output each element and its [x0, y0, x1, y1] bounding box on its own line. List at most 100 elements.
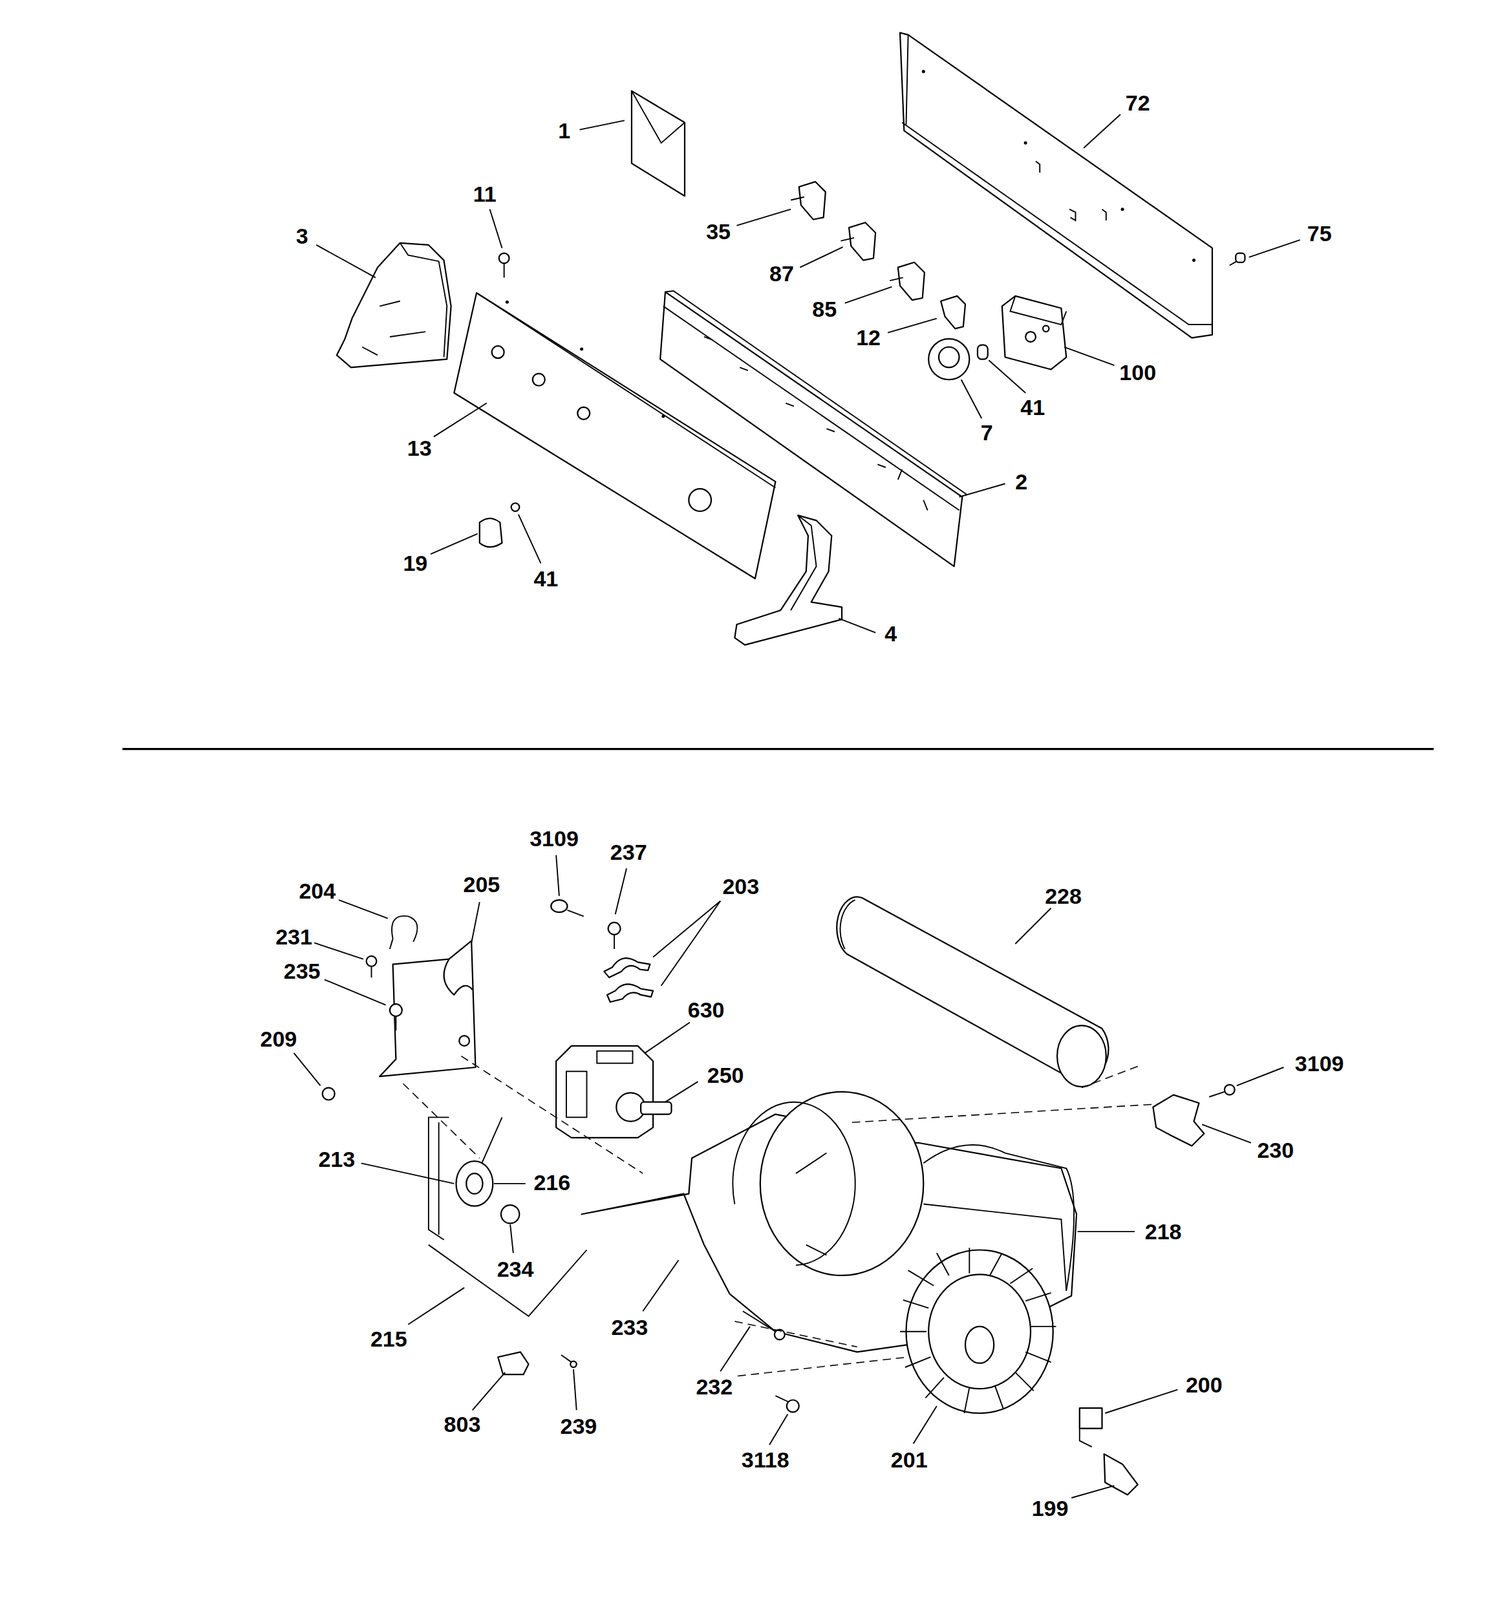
leader-line [294, 1053, 321, 1087]
callout-number: 630 [685, 998, 727, 1022]
leveling-leg [1079, 1428, 1093, 1447]
knob [977, 345, 988, 360]
blower-wheel [965, 1326, 994, 1364]
motor [556, 1046, 654, 1138]
leader-line [1083, 114, 1121, 149]
envelope [631, 91, 685, 197]
callout-number: 230 [1254, 1138, 1296, 1162]
lamp [613, 934, 615, 950]
control-panel [505, 300, 509, 304]
callout-number: 218 [1143, 1220, 1184, 1244]
screw [371, 966, 373, 978]
callout-number: 4 [882, 621, 899, 646]
leader-line [556, 855, 560, 897]
switch [790, 197, 805, 201]
thermostat [1224, 1084, 1235, 1096]
idler-assembly [438, 1122, 440, 1235]
callout-number: 12 [854, 325, 883, 350]
blower-housing [732, 1102, 855, 1266]
leader-line [988, 360, 1026, 394]
leader-line [472, 1372, 506, 1411]
knob [511, 503, 520, 512]
callout-number: 215 [368, 1327, 410, 1351]
leader-line [913, 1406, 937, 1444]
leader-line [1071, 1485, 1115, 1499]
switch [840, 237, 855, 242]
leader-line [887, 318, 937, 333]
rear-panel [1035, 161, 1107, 222]
thermostat [1152, 1084, 1235, 1147]
control-panel [492, 345, 505, 359]
leader-line [665, 1081, 699, 1103]
end-cap-right [790, 515, 816, 611]
motor-bracket [444, 959, 473, 996]
screw [366, 956, 377, 967]
idler-assembly [466, 1173, 483, 1195]
timer [1042, 325, 1049, 332]
leader-line [642, 1260, 679, 1312]
leader-line [430, 534, 478, 555]
blower-housing [795, 1153, 827, 1256]
blower-wheel [900, 1247, 1056, 1414]
leader-line [769, 1414, 788, 1446]
end-cap-left [362, 301, 426, 356]
thermostat [1209, 1092, 1225, 1098]
switch [799, 181, 826, 220]
leader-line [1201, 1124, 1252, 1143]
clip [389, 916, 418, 950]
control-channel [665, 290, 968, 496]
callout-number: 100 [1117, 360, 1158, 385]
callout-number: 7 [978, 420, 996, 445]
knob [928, 338, 988, 380]
leader-line [799, 246, 843, 268]
thermostat [1152, 1095, 1204, 1147]
rear-panel [1121, 207, 1125, 211]
rear-panel [921, 69, 926, 74]
callout-number: 200 [1183, 1373, 1225, 1397]
blower-wheel [900, 1247, 1056, 1414]
callout-number: 19 [400, 551, 430, 575]
motor [566, 1071, 588, 1118]
motor-bracket [379, 940, 476, 1077]
bolt [742, 1311, 776, 1332]
leader-line [720, 1326, 750, 1372]
envelope [631, 91, 685, 143]
clamp [603, 958, 654, 1003]
rear-panel [900, 32, 1213, 339]
lamp [567, 910, 584, 917]
switch [790, 181, 966, 329]
callout-number: 87 [767, 261, 796, 286]
envelope [631, 91, 685, 197]
leader-line [471, 901, 480, 943]
motor [596, 1051, 633, 1064]
dashed-guide [852, 1104, 1158, 1123]
callout-number: 233 [609, 1315, 650, 1340]
dashed-guide [734, 1321, 857, 1347]
rear-panel [905, 34, 908, 125]
callout-number: 205 [461, 872, 503, 897]
switch [561, 1355, 572, 1363]
switch [898, 262, 925, 300]
callout-number: 41 [1018, 395, 1047, 419]
idler-assembly [501, 1205, 520, 1224]
callout-number: 199 [1029, 1496, 1071, 1521]
switch [940, 296, 966, 330]
screw [1229, 261, 1237, 266]
control-channel [704, 336, 928, 511]
callout-number: 3109 [1293, 1051, 1347, 1076]
callout-number: 232 [693, 1375, 735, 1399]
control-panel [688, 488, 712, 512]
dashed-guide [402, 1083, 480, 1158]
bolt [742, 1311, 800, 1413]
screw [503, 263, 505, 278]
callout-number: 85 [810, 297, 839, 321]
idler-assembly [428, 1117, 588, 1317]
callout-number: 1 [556, 118, 573, 143]
leader-line [316, 245, 376, 279]
control-channel [663, 306, 960, 511]
dashed-guide [724, 1357, 909, 1378]
separator-line [122, 748, 1434, 750]
control-panel [577, 407, 590, 420]
knob [479, 503, 520, 547]
idler-assembly [455, 1161, 493, 1206]
